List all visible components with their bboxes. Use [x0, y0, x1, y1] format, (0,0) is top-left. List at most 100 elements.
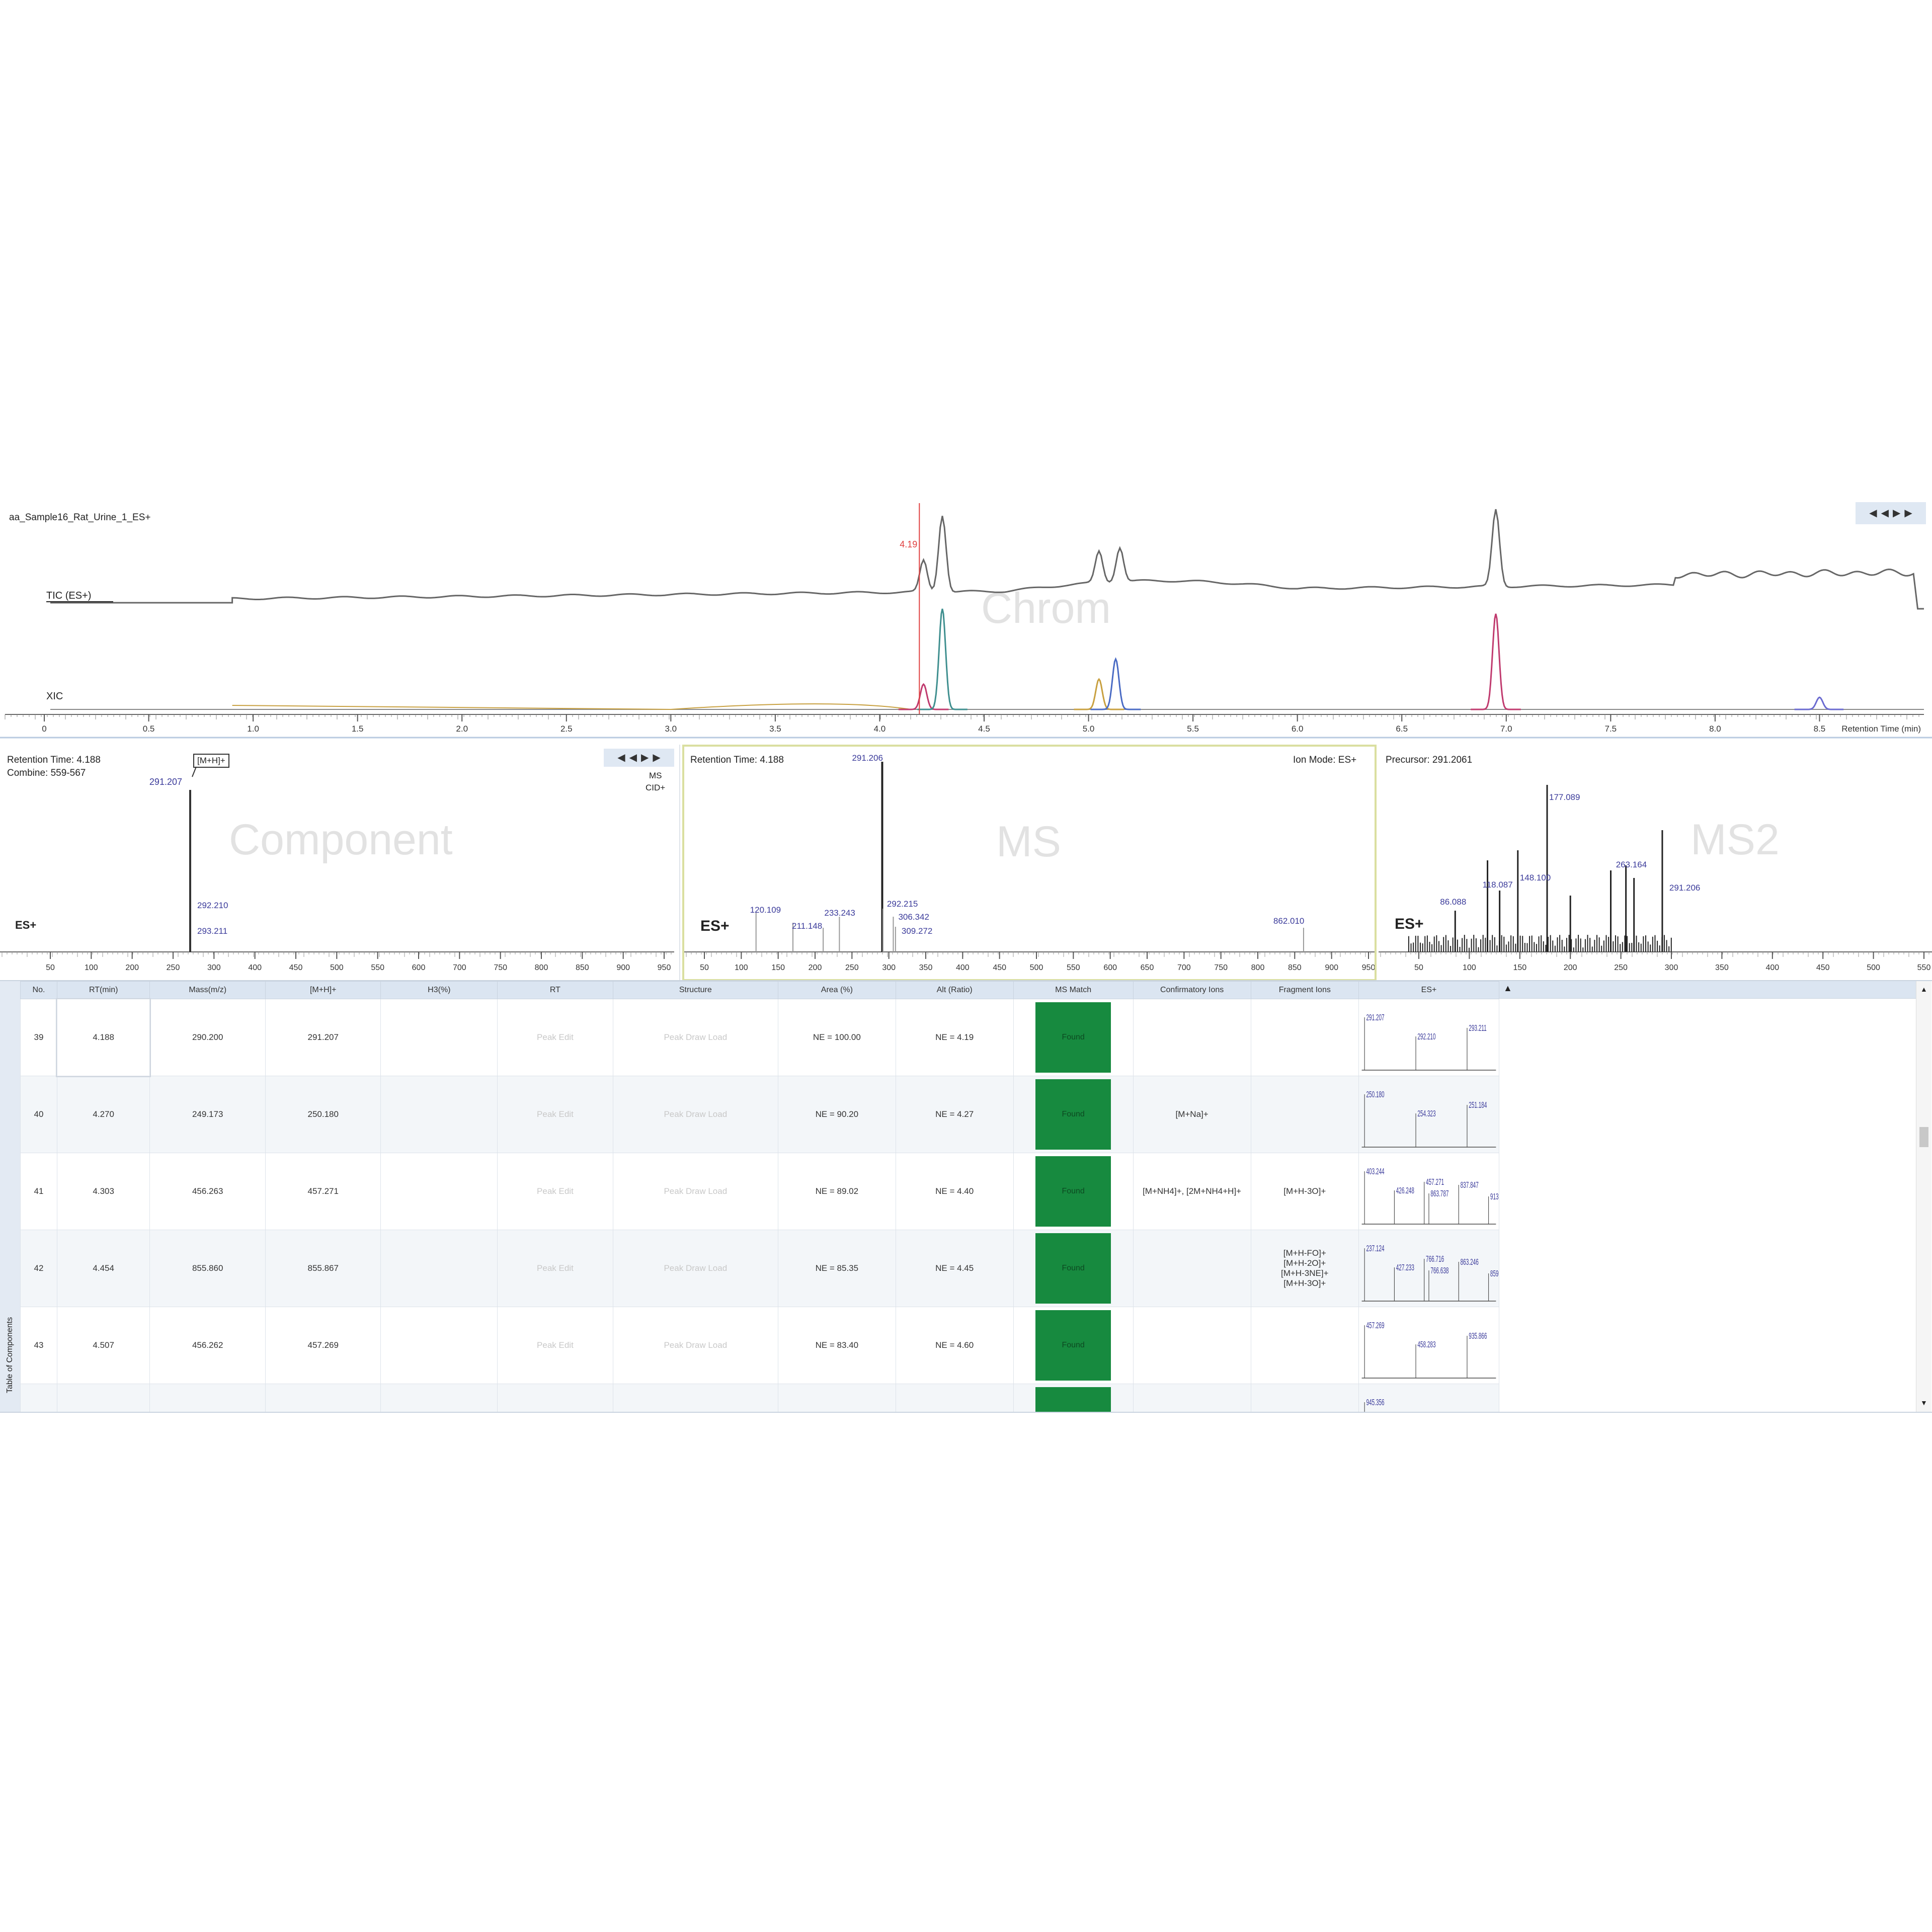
col-no[interactable]: No. [20, 981, 57, 999]
cell-mass[interactable] [149, 1384, 266, 1412]
col-confirm[interactable]: Confirmatory Ions [1133, 981, 1251, 999]
cell-mh[interactable]: 457.271 [265, 1153, 381, 1230]
cell-area[interactable]: NE = 85.35 [777, 1230, 896, 1307]
cell-mh[interactable]: 250.180 [265, 1076, 381, 1153]
cell-ratio[interactable]: NE = 4.60 [895, 1307, 1014, 1384]
cell-structure[interactable]: Peak Draw Load [612, 1076, 778, 1153]
collapse-icon[interactable]: ▲ [1503, 983, 1512, 993]
nav-next-icon[interactable]: ▶ [1893, 508, 1901, 519]
cell-rt[interactable]: 4.188 [56, 998, 151, 1077]
cell-area[interactable]: NE = 83.40 [777, 1307, 896, 1384]
cell-ms-match[interactable]: Found [1013, 1153, 1134, 1230]
cell-ms-match[interactable]: Found [1013, 1076, 1134, 1153]
found-badge[interactable]: Found [1035, 1079, 1111, 1150]
nav-next-icon[interactable]: ▶ [641, 752, 649, 763]
found-badge[interactable]: Found [1035, 1387, 1111, 1412]
col-area[interactable]: Area (%) [777, 981, 896, 999]
cell-confirm[interactable] [1133, 1230, 1251, 1307]
cell-fragment[interactable]: [M+H-2O]+ [1250, 1384, 1359, 1412]
cell-h3[interactable] [380, 1076, 498, 1153]
cell-mass[interactable]: 456.263 [149, 1153, 266, 1230]
cell-ratio[interactable] [895, 1384, 1014, 1412]
cell-fragment[interactable] [1250, 1307, 1359, 1384]
nav-last-icon[interactable]: ▶ [653, 752, 661, 763]
cell-rt[interactable]: 4.303 [56, 1153, 150, 1230]
cell-rt2[interactable]: Peak Edit [497, 1230, 613, 1307]
cell-mh[interactable] [265, 1384, 381, 1412]
col-mass[interactable]: Mass(m/z) [149, 981, 266, 999]
cell-structure[interactable] [612, 1384, 778, 1412]
scroll-thumb[interactable] [1919, 1127, 1928, 1147]
table-row[interactable]: 44 Found [M+H-2O]+945.356 [20, 1384, 1499, 1412]
cell-ratio[interactable]: NE = 4.19 [895, 999, 1014, 1076]
cell-rt[interactable]: 4.454 [56, 1230, 150, 1307]
cell-ratio[interactable]: NE = 4.40 [895, 1153, 1014, 1230]
cell-no[interactable]: 41 [20, 1153, 57, 1230]
cell-no[interactable]: 44 [20, 1384, 57, 1412]
nav-first-icon[interactable]: ◀ [617, 752, 625, 763]
cell-rt2[interactable]: Peak Edit [497, 1076, 613, 1153]
cell-mh[interactable]: 457.269 [265, 1307, 381, 1384]
cell-h3[interactable] [380, 1230, 498, 1307]
cell-ratio[interactable]: NE = 4.27 [895, 1076, 1014, 1153]
cell-ms-match[interactable]: Found [1013, 1230, 1134, 1307]
scroll-up-icon[interactable]: ▲ [1920, 985, 1927, 993]
nav-prev-icon[interactable]: ◀ [629, 752, 637, 763]
col-ratio[interactable]: Alt (Ratio) [895, 981, 1014, 999]
cell-fragment[interactable]: [M+H-FO]+[M+H-2O]+[M+H-3NE]+[M+H-3O]+ [1250, 1230, 1359, 1307]
col-h3[interactable]: H3(%) [380, 981, 498, 999]
scroll-down-icon[interactable]: ▼ [1920, 1399, 1927, 1407]
col-mh[interactable]: [M+H]+ [265, 981, 381, 999]
nav-last-icon[interactable]: ▶ [1904, 508, 1912, 519]
cell-rt2[interactable]: Peak Edit [497, 999, 613, 1076]
cell-h3[interactable] [380, 1307, 498, 1384]
found-badge[interactable]: Found [1035, 1002, 1111, 1073]
cell-fragment[interactable]: [M+H-3O]+ [1250, 1153, 1359, 1230]
cell-mass[interactable]: 855.860 [149, 1230, 266, 1307]
cell-rt[interactable] [56, 1384, 150, 1412]
cell-confirm[interactable]: [M+NH4]+, [2M+NH4+H]+ [1133, 1153, 1251, 1230]
cell-mh[interactable]: 291.207 [265, 999, 381, 1076]
cell-structure[interactable]: Peak Draw Load [612, 999, 778, 1076]
cell-confirm[interactable] [1133, 1307, 1251, 1384]
cell-rt2[interactable] [497, 1384, 613, 1412]
cell-rt2[interactable]: Peak Edit [497, 1307, 613, 1384]
cell-mass[interactable]: 290.200 [149, 999, 266, 1076]
col-fragment[interactable]: Fragment Ions [1250, 981, 1359, 999]
cell-es-spectrum[interactable]: 237.124427.233766.716766.638863.246859.8… [1358, 1230, 1499, 1307]
cell-h3[interactable] [380, 1153, 498, 1230]
nav-prev-icon[interactable]: ◀ [1881, 508, 1889, 519]
cell-structure[interactable]: Peak Draw Load [612, 1153, 778, 1230]
cell-confirm[interactable] [1133, 999, 1251, 1076]
cell-rt2[interactable]: Peak Edit [497, 1153, 613, 1230]
cell-area[interactable]: NE = 90.20 [777, 1076, 896, 1153]
cell-mass[interactable]: 456.262 [149, 1307, 266, 1384]
cell-mh[interactable]: 855.867 [265, 1230, 381, 1307]
cell-no[interactable]: 43 [20, 1307, 57, 1384]
cell-es-spectrum[interactable]: 945.356 [1358, 1384, 1499, 1412]
cell-confirm[interactable] [1133, 1384, 1251, 1412]
cell-structure[interactable]: Peak Draw Load [612, 1230, 778, 1307]
cell-fragment[interactable] [1250, 999, 1359, 1076]
cell-fragment[interactable] [1250, 1076, 1359, 1153]
cell-es-spectrum[interactable]: 403.244426.248457.271863.787837.847913.4… [1358, 1153, 1499, 1230]
cell-mass[interactable]: 249.173 [149, 1076, 266, 1153]
col-rt2[interactable]: RT [497, 981, 613, 999]
table-side-tab[interactable]: Table of Components [0, 981, 21, 1412]
cell-area[interactable]: NE = 89.02 [777, 1153, 896, 1230]
cell-h3[interactable] [380, 999, 498, 1076]
nav-first-icon[interactable]: ◀ [1869, 508, 1877, 519]
cell-ms-match[interactable]: Found [1013, 1307, 1134, 1384]
cell-no[interactable]: 40 [20, 1076, 57, 1153]
